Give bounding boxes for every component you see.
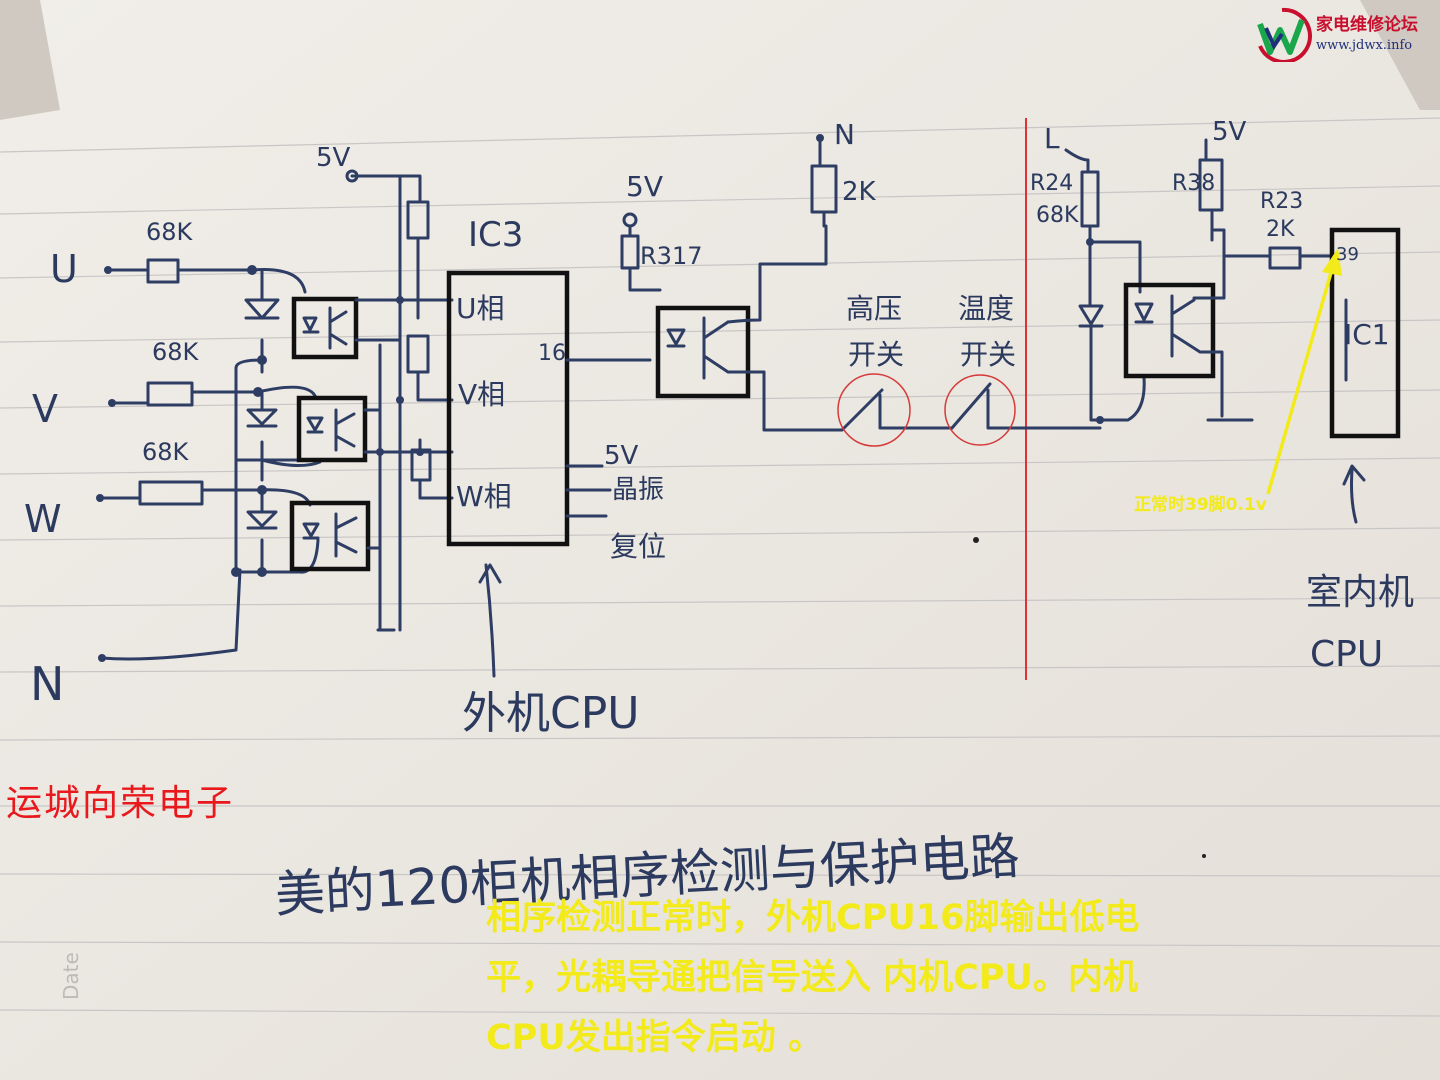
label-crystal: 晶振 [612,475,664,505]
optocoupler-indoor [1123,282,1216,379]
label-r-u: 68K [146,218,194,246]
pullup-network [345,169,454,632]
label-r-v: 68K [152,338,200,366]
phase-output-stage [620,134,1102,432]
label-ic3-5v: 5V [604,441,639,471]
label-high-pressure-2: 开关 [848,338,904,371]
label-temperature-2: 开关 [960,338,1016,371]
label-n-power: N [834,118,855,151]
paper-edge [1360,0,1440,110]
label-r317-5v: 5V [626,170,663,203]
label-pin39: 39 [1336,244,1359,265]
input-network [96,258,322,662]
ic1-box [1329,227,1401,439]
ink-dot [973,537,979,543]
label-r-2k: 2K [842,177,877,207]
label-r23: R23 [1260,189,1303,214]
resistor-v [146,381,194,407]
label-r24-value: 68K [1036,203,1079,228]
label-outdoor-cpu: 外机CPU [462,688,639,739]
ic3-chip [446,270,652,678]
watermark-logo: 家电维修论坛 www.jdwx.info [1252,6,1438,64]
label-r317: R317 [640,242,702,270]
description-line: CPU发出指令启动 。 [486,1018,823,1058]
label-r38: R38 [1172,171,1215,196]
label-v-phase: V相 [458,378,505,411]
ic3-box [446,270,570,547]
optocoupler-u [291,296,359,360]
pin39-note: 正常时39脚0.1v [1134,495,1267,515]
label-r-w: 68K [142,438,190,466]
ruled-lines [0,117,1440,1017]
label-indoor-cpu-1: 室内机 [1306,572,1414,613]
optocoupler-group-left [289,296,371,572]
paper-edge [0,0,60,120]
temperature-switch-circle [944,374,1016,446]
label-n-input: N [30,657,64,711]
indoor-receiver-stage [1064,138,1401,524]
watermark-emblem-icon [1257,7,1312,64]
label-pin16: 16 [538,341,566,366]
label-right-5v: 5V [1212,117,1247,147]
pin39-arrow [1266,248,1342,495]
optocoupler-v [296,395,368,463]
label-top-5v: 5V [316,143,351,173]
label-v: V [32,387,58,431]
notebook-print: Date [59,952,83,1000]
label-ic3: IC3 [468,215,523,255]
label-u: U [50,247,78,291]
watermark-url: www.jdwx.info [1316,38,1413,53]
optocoupler-output [655,305,751,399]
optocoupler-w [289,500,371,572]
label-r24: R24 [1030,171,1073,196]
protection-switches [837,373,1022,447]
ink-dot [1202,854,1206,858]
label-r23-value: 2K [1266,217,1295,242]
label-temperature-1: 温度 [958,292,1014,325]
label-w: W [24,497,62,541]
resistor-w [138,480,204,506]
description-text: 相序检测正常时，外机CPU16脚输出低电 平，光耦导通把信号送入 内机CPU。内… [486,888,1386,1068]
high-pressure-switch-circle [837,373,911,447]
description-line: 平，光耦导通把信号送入 内机CPU。内机 [486,958,1138,998]
label-ic1: IC1 [1344,318,1390,351]
label-w-phase: W相 [456,480,512,513]
label-reset: 复位 [610,530,666,563]
label-indoor-cpu-2: CPU [1310,634,1383,675]
shop-name: 运城向荣电子 [6,783,235,824]
description-line: 相序检测正常时，外机CPU16脚输出低电 [486,898,1140,938]
label-u-phase: U相 [456,292,505,325]
watermark-title: 家电维修论坛 [1316,15,1418,35]
label-high-pressure-1: 高压 [846,292,902,325]
label-l-power: L [1044,122,1060,155]
